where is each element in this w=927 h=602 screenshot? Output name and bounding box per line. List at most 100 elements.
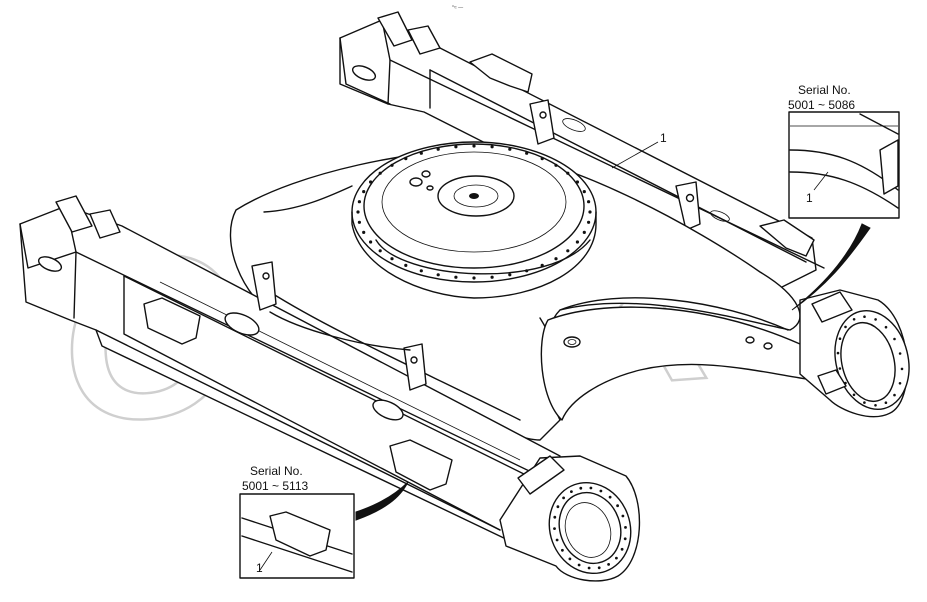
bolt-hole	[570, 490, 573, 493]
bolt-hole	[404, 157, 408, 161]
bolt-hole	[582, 230, 586, 234]
bolt-hole	[575, 180, 580, 184]
bolt-hole	[362, 190, 366, 194]
bolt-hole	[357, 200, 361, 204]
bolt-hole	[898, 352, 902, 355]
leader-line	[263, 185, 353, 213]
bolt-hole	[836, 351, 840, 355]
bolt-hole	[893, 393, 896, 397]
bolt-hole	[568, 557, 572, 561]
bolt-hole	[587, 220, 591, 224]
front-idler-end	[499, 455, 641, 582]
rear-idler-end	[799, 289, 910, 418]
bolt-hole	[369, 180, 373, 184]
header-mark: °≈ —	[452, 5, 463, 11]
callout-bottom-arrow	[355, 481, 409, 521]
bolt-hole	[615, 556, 618, 560]
rear-idler-bolt-dots	[836, 315, 904, 407]
rear-side-frame	[339, 11, 825, 291]
bolt-hole	[624, 526, 627, 529]
bolt-hole	[597, 566, 601, 570]
bolt-hole	[838, 337, 842, 341]
callout-top-right: Serial No. 5001 ~ 5086 1	[788, 83, 900, 311]
bolt-hole	[566, 249, 570, 253]
bolt-hole	[893, 337, 896, 341]
bolt-hole	[884, 401, 888, 405]
callout-top-serial-range: 5001 ~ 5086	[788, 98, 855, 112]
bolt-hole	[589, 486, 593, 490]
bolt-hole	[525, 151, 529, 155]
bolt-hole	[553, 515, 557, 519]
bolt-hole	[554, 257, 558, 261]
bolt-hole	[562, 496, 565, 500]
bolt-hole	[863, 401, 866, 404]
bolt-hole	[616, 504, 619, 508]
bolt-hole	[623, 537, 627, 541]
bolt-hole	[587, 200, 591, 204]
bolt-hole	[490, 145, 494, 149]
bolt-hole	[419, 151, 423, 155]
bolt-hole	[356, 210, 360, 214]
bolt-hole	[599, 489, 603, 493]
bolt-hole	[540, 263, 544, 267]
main-leader-line	[611, 141, 659, 169]
callout-bottom-serial-label: Serial No.	[250, 464, 303, 478]
bolt-hole	[454, 145, 458, 149]
callout-bottom-left: Serial No. 5001 ~ 5113 1	[239, 464, 409, 579]
bolt-hole	[490, 275, 494, 279]
bolt-hole	[472, 144, 476, 148]
bolt-hole	[454, 275, 458, 279]
bolt-hole	[357, 220, 361, 224]
bolt-hole	[472, 276, 476, 280]
bolt-hole	[587, 566, 591, 570]
bolt-hole	[844, 381, 847, 385]
bolt-hole	[621, 514, 625, 518]
bolt-hole	[369, 240, 373, 244]
callout-bottom-serial-range: 5001 ~ 5113	[242, 479, 309, 493]
callout-top-arrow	[791, 223, 871, 311]
bolt-hole	[620, 547, 624, 551]
bolt-hole	[844, 325, 847, 329]
main-part-number: 1	[660, 131, 667, 145]
callout-top-part-number: 1	[806, 191, 813, 205]
bolt-hole	[900, 367, 904, 371]
bolt-hole	[852, 393, 856, 397]
bolt-hole	[362, 230, 366, 234]
bolt-hole	[554, 163, 558, 167]
bolt-hole	[575, 240, 580, 244]
callout-bottom-part-number: 1	[256, 561, 263, 575]
bolt-hole	[378, 171, 382, 175]
bolt-hole	[579, 486, 583, 490]
bolt-hole	[404, 263, 408, 267]
bolt-hole	[390, 257, 394, 261]
swing-bearing-ring	[351, 141, 597, 299]
bolt-hole	[874, 404, 877, 407]
bearing-bolt-holes	[356, 144, 592, 280]
bolt-hole	[508, 273, 512, 277]
bolt-hole	[566, 171, 570, 175]
bolt-hole	[436, 273, 440, 277]
bolt-hole	[874, 318, 877, 321]
bolt-hole	[884, 325, 888, 329]
idler-bolt-dots	[553, 486, 627, 570]
bolt-hole	[852, 318, 856, 321]
bolt-hole	[561, 548, 564, 552]
bolt-hole	[863, 315, 866, 319]
bolt-hole	[577, 563, 581, 567]
bolt-hole	[378, 249, 382, 253]
bolt-hole	[607, 563, 610, 566]
bolt-hole	[508, 147, 512, 151]
front-side-frame	[19, 195, 561, 541]
bolt-hole	[555, 538, 559, 542]
bolt-hole	[898, 382, 902, 385]
bolt-hole	[608, 495, 612, 499]
bolt-hole	[540, 157, 544, 161]
bolt-hole	[582, 190, 586, 194]
bolt-hole	[556, 505, 560, 509]
bolt-hole	[419, 269, 423, 273]
bolt-hole	[588, 210, 592, 214]
bolt-hole	[525, 269, 529, 273]
bolt-hole	[553, 527, 556, 530]
callout-top-serial-label: Serial No.	[798, 83, 851, 97]
